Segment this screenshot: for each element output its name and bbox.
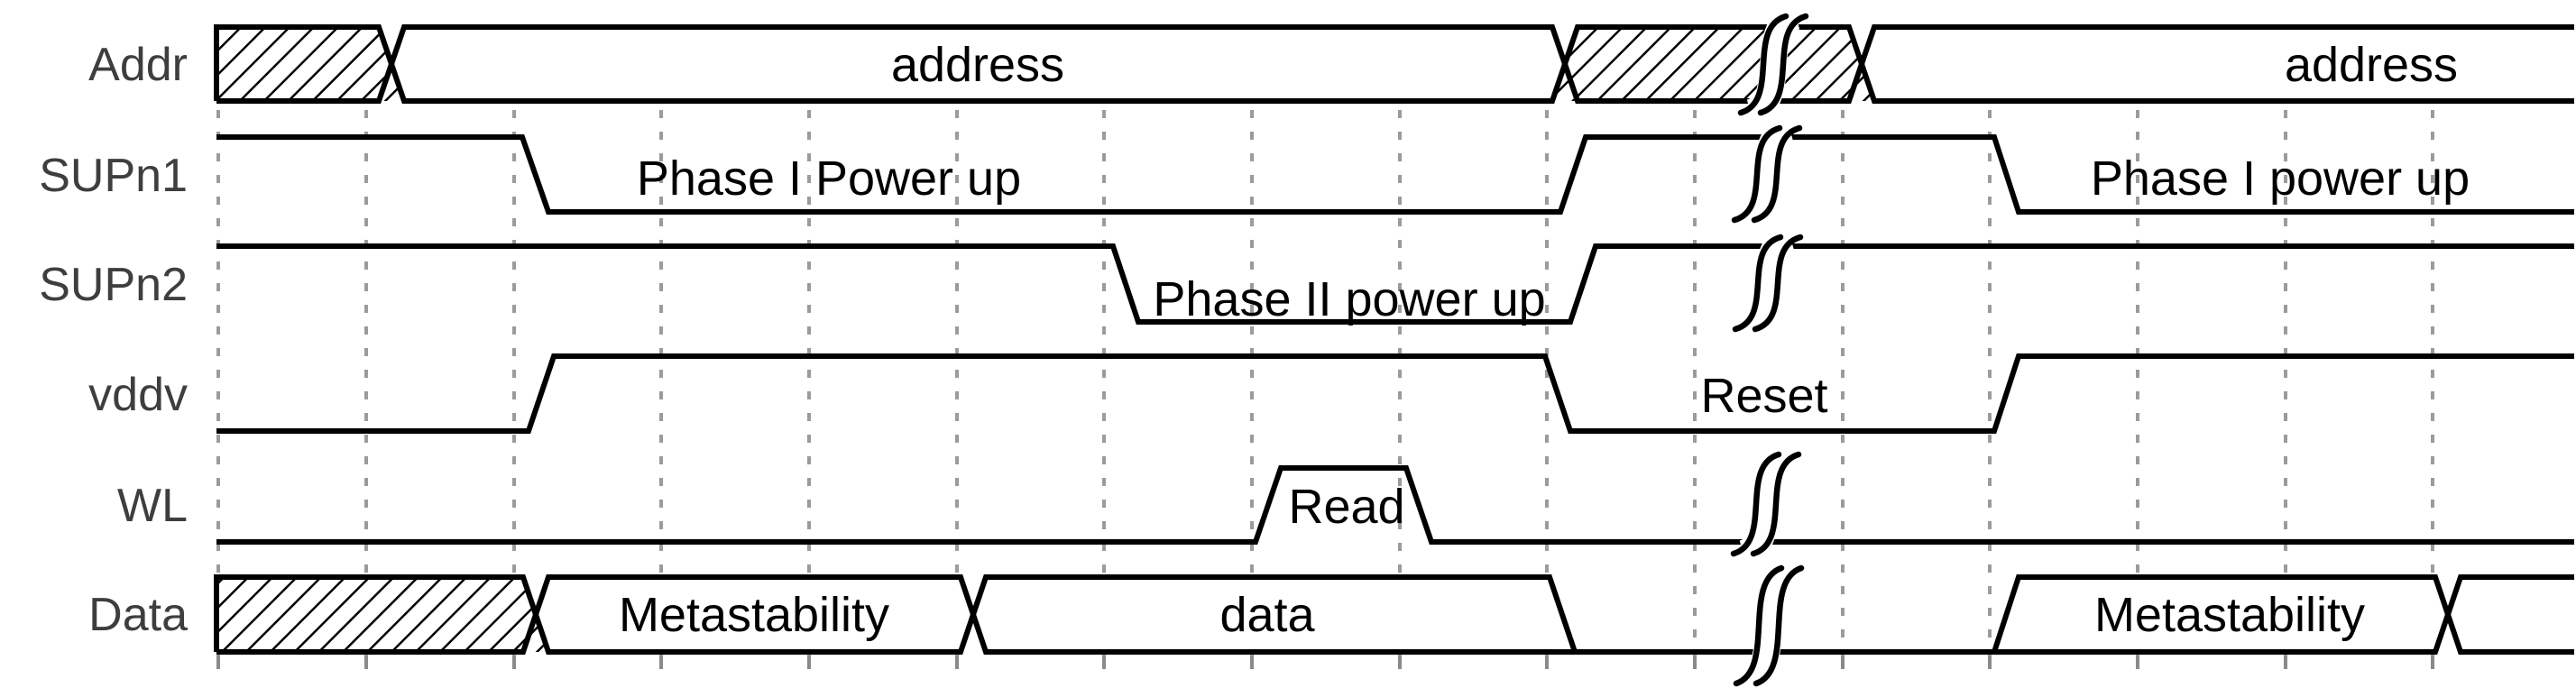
addr-bus-open-fill (391, 27, 1565, 101)
data-waveform (214, 574, 2574, 655)
signal-label: SUPn2 (39, 259, 188, 311)
time-break-icon (1730, 441, 1802, 567)
waveform-annotation: Reset (1700, 369, 1827, 423)
data-trace (216, 574, 2574, 655)
supn2-waveform (216, 243, 2574, 325)
time-break-stroke (1737, 13, 1789, 116)
signal-label: WL (117, 480, 188, 532)
time-break-mask (1739, 115, 1795, 234)
time-break-stroke (1750, 451, 1802, 557)
waveform-annotation: Read (1288, 480, 1404, 534)
waveform-annotation: data (1219, 588, 1315, 642)
waveform-annotation: Phase I power up (2091, 151, 2470, 206)
vddv-trace (216, 353, 2574, 434)
supn2-trace (216, 243, 2574, 325)
time-break-stroke (1733, 564, 1785, 687)
waveform-annotation: Phase I Power up (637, 151, 1021, 206)
data-bus-open-fill (2448, 577, 2574, 652)
time-break-stroke (1732, 234, 1784, 333)
signal-label: vddv (88, 369, 188, 421)
signal-label: Data (88, 589, 188, 641)
addr-waveform (214, 24, 2574, 104)
wl-waveform (216, 465, 2574, 545)
supn1-trace (216, 134, 2574, 215)
signal-label: Addr (88, 39, 188, 91)
vddv-waveform (216, 353, 2574, 434)
supn1-waveform (216, 134, 2574, 215)
data-bus-hatch-fill (216, 577, 548, 652)
time-break-icon (1733, 555, 1805, 688)
addr-trace (216, 24, 2574, 104)
time-break-stroke (1757, 13, 1809, 116)
addr-bus-hatch-fill (216, 27, 404, 101)
signal-layer (214, 24, 2574, 655)
addr-trace (214, 24, 2574, 104)
addr-bus-hatch-fill (1552, 27, 1874, 101)
time-break-mask (1744, 3, 1802, 126)
time-break-stroke (1753, 564, 1805, 687)
waveform-annotation: address (891, 38, 1064, 92)
time-break-icon (1732, 224, 1804, 343)
time-break-stroke (1752, 234, 1804, 333)
grid-layer (216, 45, 2434, 673)
time-break-icon (1731, 115, 1803, 234)
time-break-mask (1740, 555, 1798, 688)
break-layer (1730, 3, 1809, 688)
time-break-icon (1737, 3, 1809, 126)
data-bus-open-fill (1994, 577, 2448, 652)
wl-trace (216, 465, 2574, 545)
time-break-mask (1740, 224, 1796, 343)
signal-label: SUPn1 (39, 150, 188, 202)
waveform-annotation: Metastability (2094, 588, 2365, 642)
data-bus-open-fill (973, 577, 1575, 652)
waveform-annotation: Metastability (619, 588, 889, 642)
time-break-mask (1737, 441, 1795, 567)
addr-bus-open-fill (1862, 27, 2574, 101)
data-trace (214, 574, 2574, 655)
waveform-annotation: Phase II power up (1153, 272, 1545, 326)
time-break-stroke (1751, 124, 1803, 224)
waveform-annotation: address (2285, 38, 2458, 92)
data-bus-open-fill (536, 577, 973, 652)
time-break-stroke (1730, 451, 1782, 557)
time-break-stroke (1731, 124, 1783, 224)
